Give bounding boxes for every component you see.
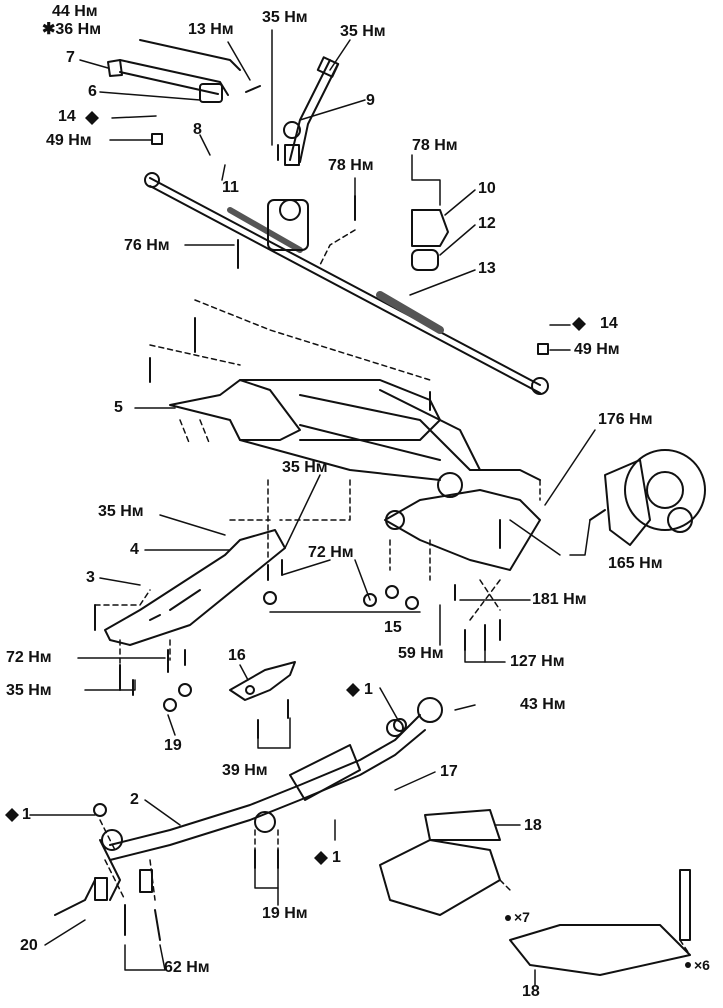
part-number-label: 8 [193, 121, 202, 138]
bolt-count-label: ×7 [514, 909, 530, 925]
torque-label: 43 Нм [520, 696, 566, 713]
engine-under-cover-front [379, 809, 501, 916]
torque-label: 35 Нм [6, 682, 52, 699]
torque-label: 59 Нм [398, 645, 444, 662]
torque-label: 62 Нм [164, 959, 210, 976]
rack-bracket [411, 209, 449, 271]
part-number-label: 6 [88, 83, 97, 100]
part-number-label: 18 [524, 817, 542, 834]
part-number-label: 20 [20, 937, 38, 954]
support-bracket [229, 661, 296, 701]
part-number-label: 16 [228, 647, 246, 664]
stabilizer-bar-assembly [107, 39, 241, 103]
fastener-set [93, 85, 549, 941]
part-number-label: 12 [478, 215, 496, 232]
bolt-count-label: ×6 [694, 957, 710, 973]
replace-part-markers [5, 111, 691, 968]
part-number-label: 1 [364, 681, 373, 698]
torque-label: 35 Нм [262, 9, 308, 26]
diamond-icon [85, 111, 99, 125]
part-number-label: 7 [66, 49, 75, 66]
part-number-label: 3 [86, 569, 95, 586]
exhaust-hanger [54, 869, 153, 916]
torque-label: 181 Нм [532, 591, 587, 608]
part-number-label: 2 [130, 791, 139, 808]
torque-label: 78 Нм [328, 157, 374, 174]
part-number-label: 4 [130, 541, 139, 558]
part-number-label: 17 [440, 763, 458, 780]
connector-lines [94, 229, 691, 956]
part-number-label: 18 [522, 983, 540, 1000]
part-number-label: 15 [384, 619, 402, 636]
steering-rack [144, 172, 549, 395]
torque-label: 35 Нм [282, 459, 328, 476]
torque-label: 78 Нм [412, 137, 458, 154]
part-number-label: 14 [58, 108, 76, 125]
knuckle-and-brake [589, 449, 706, 546]
part-number-label: 5 [114, 399, 123, 416]
torque-label: 76 Нм [124, 237, 170, 254]
diamond-icon [346, 683, 360, 697]
bolt-count-icon [685, 962, 691, 968]
part-number-label: 11 [222, 179, 239, 196]
torque-label: 49 Нм [46, 132, 92, 149]
diamond-icon [314, 851, 328, 865]
diamond-icon [572, 317, 586, 331]
torque-label: 49 Нм [574, 341, 620, 358]
exhaust-pipe [99, 697, 443, 901]
torque-label: 35 Нм [340, 23, 386, 40]
part-number-label: 1 [22, 806, 31, 823]
torque-label: 165 Нм [608, 555, 663, 572]
part-number-label: 10 [478, 180, 496, 197]
torque-label: 44 Нм [52, 3, 98, 20]
front-crossmember [169, 379, 541, 481]
torque-label: 72 Нм [6, 649, 52, 666]
torque-label: ✱36 Нм [42, 21, 102, 38]
part-number-label: 9 [366, 92, 375, 109]
part-number-label: 19 [164, 737, 182, 754]
lower-control-arm [384, 472, 541, 571]
torque-label: 176 Нм [598, 411, 653, 428]
torque-label: 39 Нм [222, 762, 268, 779]
engine-under-cover-rear [509, 869, 691, 976]
torque-label: 35 Нм [98, 503, 144, 520]
part-number-label: 14 [600, 315, 618, 332]
torque-label: 13 Нм [188, 21, 234, 38]
part-number-label: 1 [332, 849, 341, 866]
torque-label: 127 Нм [510, 653, 565, 670]
torque-label: 19 Нм [262, 905, 308, 922]
part-number-label: 13 [478, 260, 496, 277]
torque-label: 72 Нм [308, 544, 354, 561]
diamond-icon [5, 808, 19, 822]
bolt-count-icon [505, 915, 511, 921]
leader-lines [29, 29, 596, 986]
